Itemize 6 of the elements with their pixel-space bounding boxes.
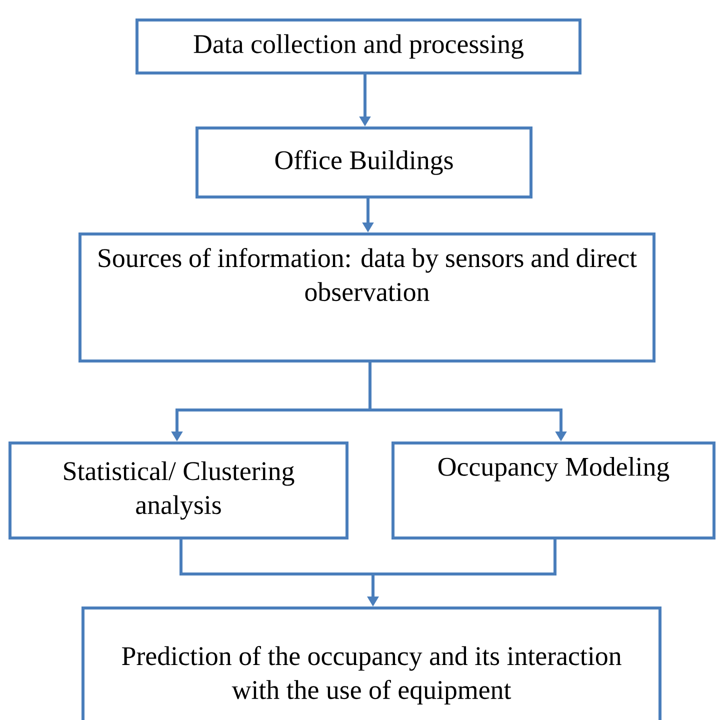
process-box: Data collection and processing (136, 18, 582, 74)
process-box: Statistical/ Clustering analysis (8, 442, 348, 540)
process-box: Occupancy Modeling (392, 442, 716, 540)
process-box: Office Buildings (196, 126, 532, 198)
process-box: Prediction of the occupancy and its interaction with the use of equipment (82, 606, 662, 720)
process-box: Sources of information: data by sensors and direct observation (78, 232, 656, 362)
